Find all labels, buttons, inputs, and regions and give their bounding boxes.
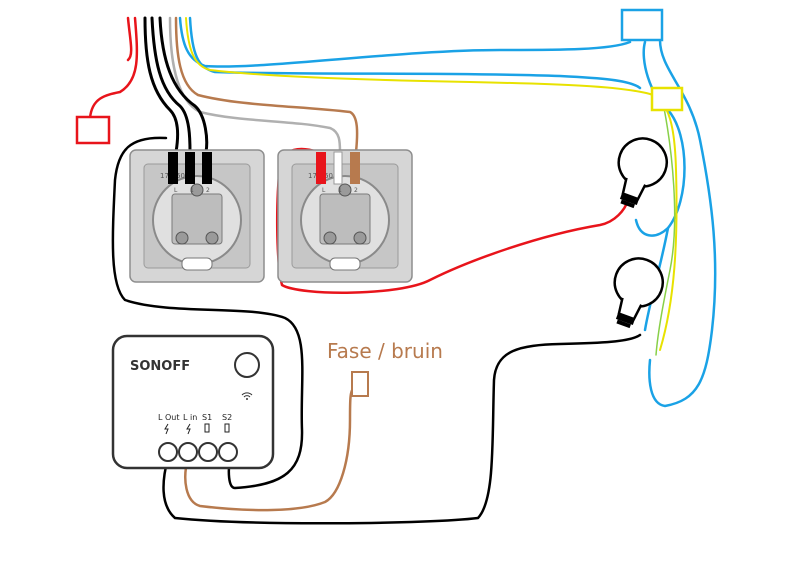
sonoff-brand: SONOFF <box>130 359 190 374</box>
switch-label: 170 <box>308 172 321 180</box>
terminal-sleeve <box>202 152 212 184</box>
grey-wire <box>168 16 342 154</box>
junction-box-icon <box>650 86 684 112</box>
lamp-icon <box>617 137 668 209</box>
sonoff-module: SONOFF L Out L in S1 S2 <box>111 334 275 470</box>
terminal-lout <box>158 442 178 462</box>
junction-box-icon <box>620 8 664 42</box>
black-wire-loop <box>111 136 304 490</box>
sonoff-button <box>234 352 260 378</box>
switch-screw <box>353 231 367 245</box>
terminal-s1 <box>198 442 218 462</box>
switch-right: 170 60 L 1 2 <box>277 149 413 283</box>
black-wire-3 <box>158 16 209 154</box>
terminal-sleeve <box>185 152 195 184</box>
switch-terminal-2: 2 <box>354 187 358 194</box>
red-wire-top <box>126 16 133 62</box>
terminal-label-lin: L in <box>183 413 197 422</box>
switch-terminal-1: 1 <box>190 187 194 194</box>
brown-wire-bottom <box>184 386 356 512</box>
junction-box-icon <box>351 371 369 397</box>
switch-slot <box>329 257 361 271</box>
terminal-sleeve-grey <box>333 151 343 185</box>
red-wire-left <box>88 16 139 120</box>
switch-terminal-L: L <box>322 187 326 194</box>
terminal-sleeve-red <box>316 152 326 184</box>
terminal-label-lout: L Out <box>158 413 180 422</box>
yellow-wire <box>185 17 678 351</box>
black-wire-2 <box>150 16 192 154</box>
switch-screw <box>175 231 189 245</box>
blue-wire-right <box>648 38 717 408</box>
switch-code: 60 <box>324 172 333 180</box>
switch-screw <box>323 231 337 245</box>
brown-wire-top <box>174 16 359 154</box>
terminal-label-s2: S2 <box>222 413 232 422</box>
black-wire-1 <box>143 16 180 154</box>
terminal-label-s1: S1 <box>202 413 212 422</box>
terminal-sleeve <box>168 152 178 184</box>
terminal-lin <box>178 442 198 462</box>
phase-label: Fase / bruin <box>327 339 443 363</box>
sonoff-body <box>111 334 275 470</box>
wifi-icon <box>241 392 253 400</box>
switch-terminal-1: 1 <box>338 187 342 194</box>
bolt-icon <box>164 423 169 435</box>
terminal-sleeve-brown <box>350 152 360 184</box>
junction-box-icon <box>75 115 111 145</box>
blue-wire-top-2 <box>188 16 642 90</box>
switch-screw <box>205 231 219 245</box>
black-wire-bottom <box>162 333 642 525</box>
switch-code: 60 <box>176 172 185 180</box>
green-wire <box>655 107 676 356</box>
lamp-icon <box>613 257 664 329</box>
switch-screw <box>338 183 352 197</box>
switch-slot <box>181 257 213 271</box>
terminal-s2 <box>218 442 238 462</box>
switch-screw <box>190 183 204 197</box>
switch-input-icon <box>204 423 210 433</box>
switch-terminal-2: 2 <box>206 187 210 194</box>
switch-left: 170 60 L 1 2 <box>129 149 265 283</box>
switch-terminal-L: L <box>174 187 178 194</box>
blue-wire-right-2 <box>634 40 686 237</box>
switch-input-icon <box>224 423 230 433</box>
switch-label: 170 <box>160 172 173 180</box>
bolt-icon <box>186 423 191 435</box>
